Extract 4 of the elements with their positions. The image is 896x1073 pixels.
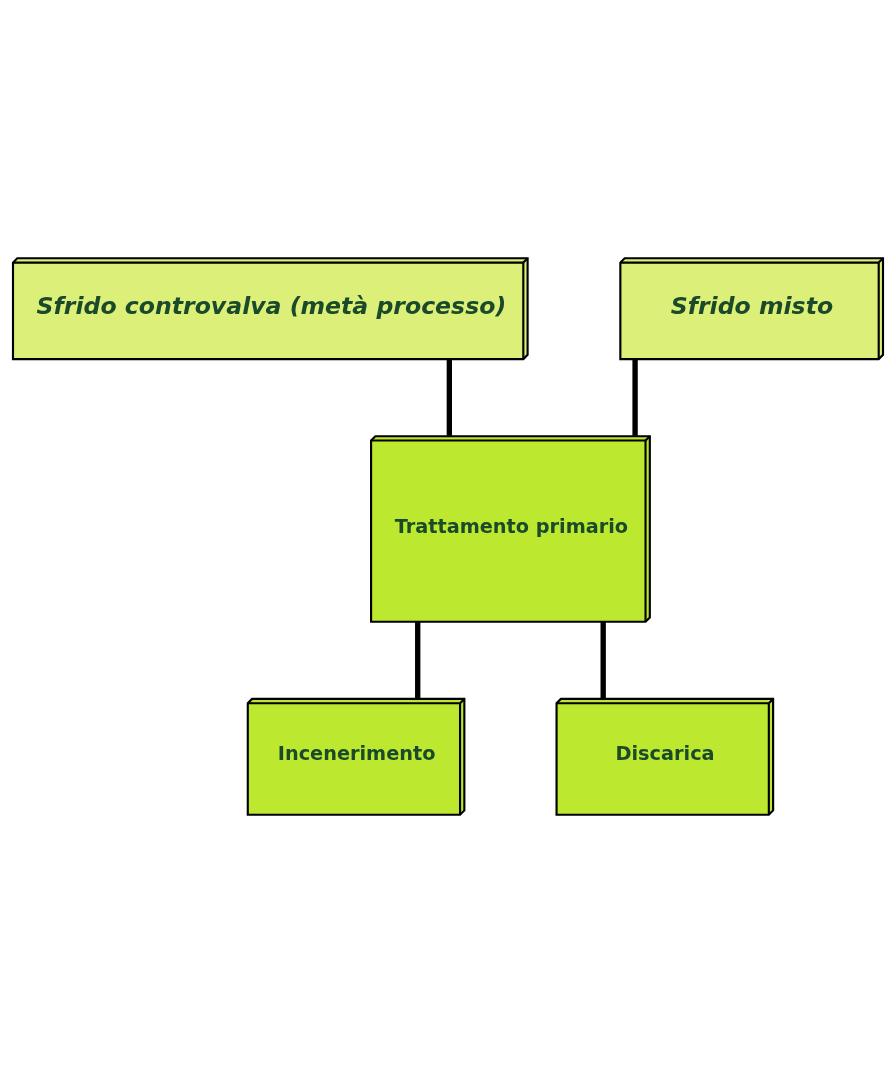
connector bbox=[415, 622, 421, 699]
connector bbox=[600, 622, 606, 699]
connector bbox=[632, 359, 638, 436]
connector bbox=[446, 359, 452, 436]
